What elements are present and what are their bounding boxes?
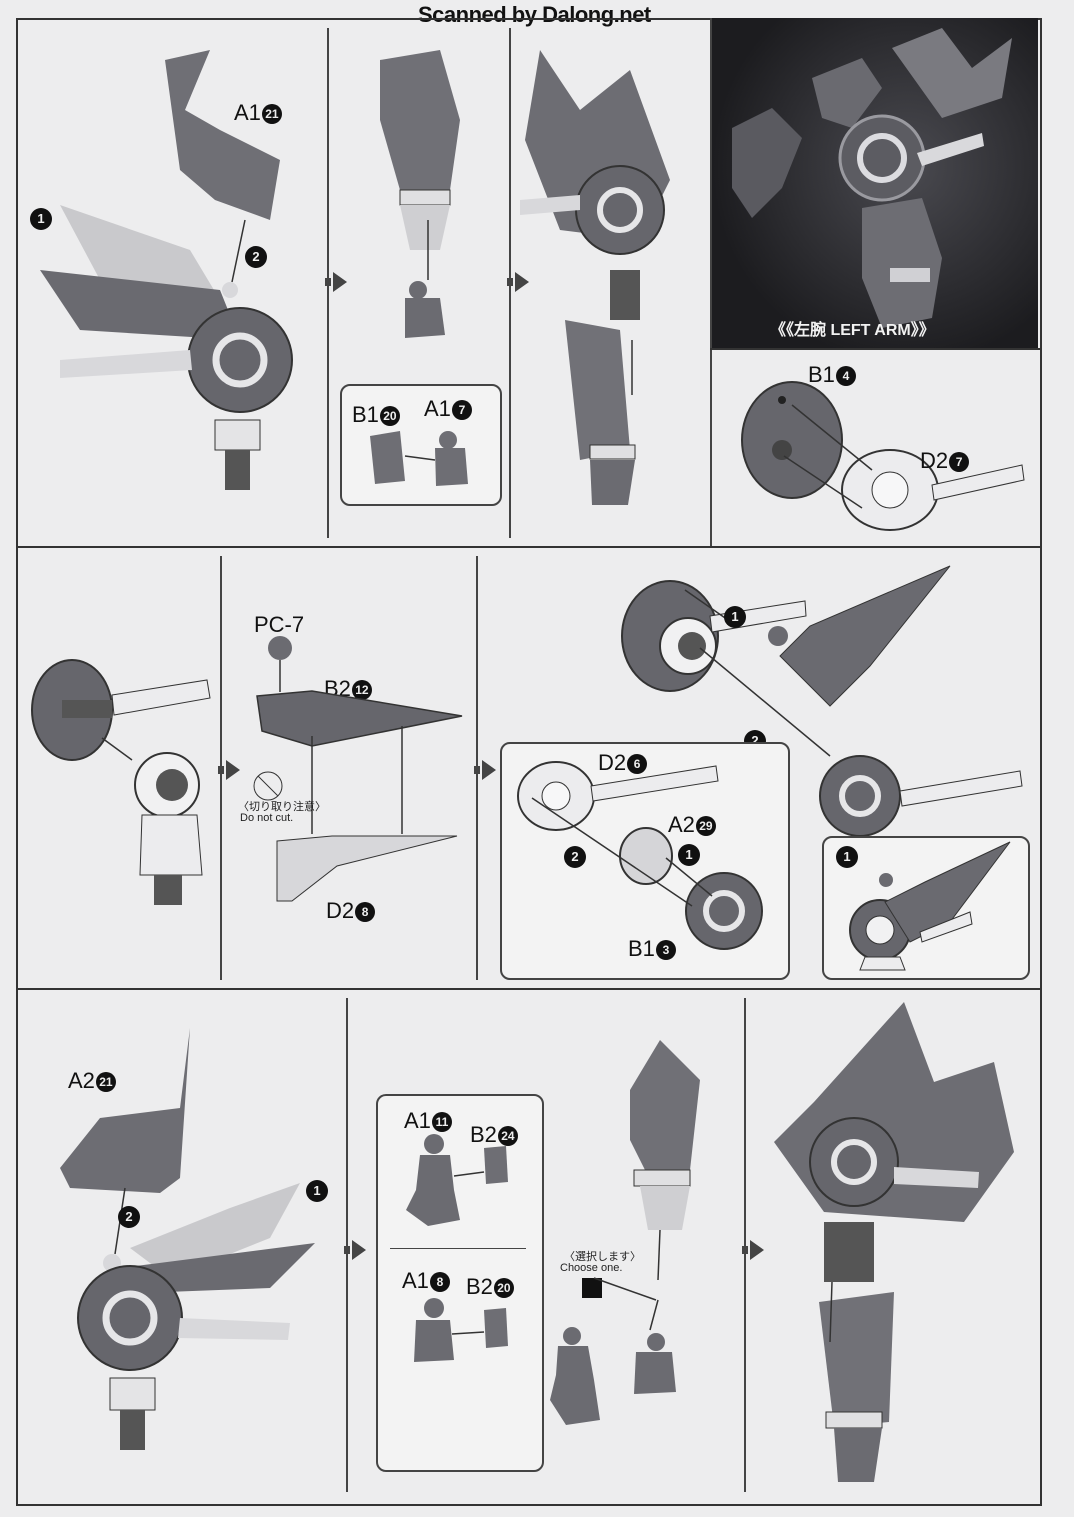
- page-frame: [16, 18, 1042, 1506]
- row3-arm-complete-illustration: [774, 1002, 1014, 1482]
- inset-hand-divider: [390, 1248, 526, 1249]
- divider-r1-c: [710, 18, 712, 546]
- divider-photo-bottom: [710, 348, 1040, 350]
- choose-one-icon: [582, 1278, 602, 1298]
- step-mark-check-1: 1: [836, 846, 858, 868]
- inset-joint-parts: [517, 761, 763, 950]
- divider-r3-b: [744, 998, 746, 1492]
- flow-arrow-r2-2: [474, 760, 496, 780]
- inset-hand-choice-parts: [406, 1134, 508, 1362]
- divider-row2: [16, 988, 1040, 990]
- robot-arm-silhouette: [712, 18, 1038, 348]
- step-mark-inset-2: 2: [564, 846, 586, 868]
- row2-blade-mount-illustration: [621, 565, 1023, 837]
- step-mark-r3-2: 2: [118, 1206, 140, 1228]
- step-mark-1: 1: [30, 208, 52, 230]
- flow-arrow-r3-1: [344, 1240, 366, 1260]
- row3-shoulder-illustration: [60, 1028, 315, 1450]
- row1-joint-detail: [741, 381, 1025, 531]
- flow-arrow-r2-1: [218, 760, 240, 780]
- divider-row1: [16, 546, 1040, 548]
- note-do-not-cut-jp: 〈切り取り注意〉: [238, 801, 326, 813]
- row1-arm-complete-illustration: [520, 50, 670, 505]
- row2-shoulder-joint-illustration: [31, 659, 211, 905]
- flow-arrow-r1-1: [325, 272, 347, 292]
- inset-hand-parts: [370, 431, 468, 486]
- step-mark-inset-1: 1: [678, 844, 700, 866]
- row1-shoulder-illustration: [40, 50, 293, 490]
- step-mark-r3-1: 1: [306, 1180, 328, 1202]
- note-choose-one-en: Choose one.: [560, 1262, 623, 1274]
- note-choose-one-jp: 〈選択します〉: [564, 1251, 641, 1263]
- reference-photo: 《《左腕 LEFT ARM》》: [712, 18, 1038, 348]
- note-do-not-cut-en: Do not cut.: [240, 812, 294, 824]
- divider-r3-a: [346, 998, 348, 1492]
- row1-forearm-illustration: [380, 50, 460, 338]
- row2-blade-illustration: [253, 636, 463, 902]
- label-pc7: PC-7: [254, 612, 305, 637]
- row3-forearm-illustration: [550, 1040, 700, 1425]
- flow-arrow-r1-2: [507, 272, 529, 292]
- step-mark-1b: 1: [724, 606, 746, 628]
- scanner-watermark: Scanned by Dalong.net: [418, 2, 651, 27]
- inset-hand-assembly: [340, 384, 502, 506]
- step-mark-2: 2: [245, 246, 267, 268]
- photo-caption: 《《左腕 LEFT ARM》》: [770, 322, 935, 339]
- inset-blade-check-drawing: [849, 841, 1011, 971]
- flow-arrow-r3-2: [742, 1240, 764, 1260]
- inset-hand-choice: [376, 1094, 544, 1472]
